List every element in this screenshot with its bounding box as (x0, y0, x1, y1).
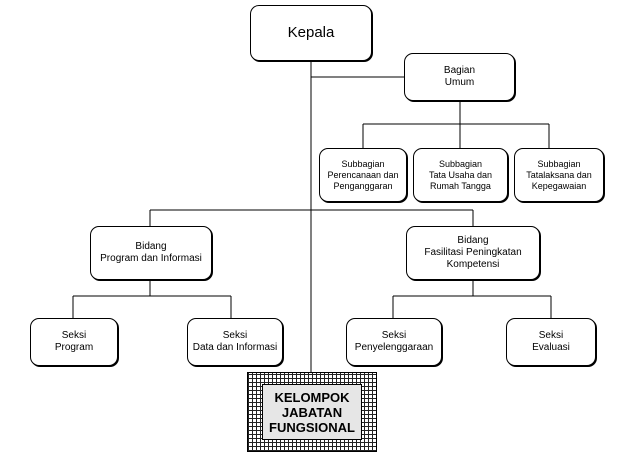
subbagian-perencanaan-box: Subbagian Perencanaan dan Penganggaran (319, 148, 407, 202)
subbagian-perencanaan-line-3: Penganggaran (333, 180, 393, 191)
seksi-evaluasi-line-1: Seksi (538, 330, 564, 341)
subbagian-tata-usaha-line-2: Tata Usaha dan (428, 169, 493, 180)
seksi-data-informasi-line-2: Data dan Informasi (192, 342, 278, 353)
seksi-penyelenggaraan-line-1: Seksi (381, 330, 407, 341)
seksi-program-line-1: Seksi (61, 330, 87, 341)
subbagian-tatalaksana-line-1: Subbagian (537, 158, 581, 169)
seksi-evaluasi-line-2: Evaluasi (532, 342, 570, 353)
bidang-program-box: Bidang Program dan Informasi (90, 226, 212, 280)
seksi-program-box: Seksi Program (30, 318, 118, 366)
bidang-fasilitasi-line-1: Bidang (457, 235, 489, 246)
subbagian-perencanaan-line-2: Perencanaan dan (327, 169, 399, 180)
bidang-fasilitasi-line-3: Kompetensi (446, 259, 500, 270)
bidang-fasilitasi-box: Bidang Fasilitasi Peningkatan Kompetensi (406, 226, 540, 280)
seksi-evaluasi-box: Seksi Evaluasi (506, 318, 596, 366)
bidang-fasilitasi-line-2: Fasilitasi Peningkatan (424, 247, 522, 258)
subbagian-tata-usaha-box: Subbagian Tata Usaha dan Rumah Tangga (413, 148, 508, 202)
subbagian-tatalaksana-box: Subbagian Tatalaksana dan Kepegawaian (514, 148, 604, 202)
kepala-label: Kepala (287, 24, 335, 41)
seksi-penyelenggaraan-box: Seksi Penyelenggaraan (346, 318, 442, 366)
kelompok-line-1: KELOMPOK (274, 389, 350, 405)
bagian-umum-line-2: Umum (444, 77, 475, 88)
subbagian-tata-usaha-line-1: Subbagian (438, 158, 483, 169)
kelompok-line-2: JABATAN (281, 404, 343, 420)
subbagian-tatalaksana-line-3: Kepegawaian (531, 180, 587, 191)
seksi-data-informasi-box: Seksi Data dan Informasi (187, 318, 283, 366)
kepala-box: Kepala (250, 5, 372, 61)
kelompok-jabatan-fungsional-box: KELOMPOK JABATAN FUNGSIONAL (262, 384, 362, 440)
subbagian-tatalaksana-line-2: Tatalaksana dan (526, 169, 592, 180)
bidang-program-line-2: Program dan Informasi (100, 253, 202, 264)
kelompok-line-3: FUNGSIONAL (269, 419, 355, 435)
seksi-penyelenggaraan-line-2: Penyelenggaraan (354, 342, 434, 353)
seksi-data-informasi-line-1: Seksi (222, 330, 248, 341)
subbagian-perencanaan-line-1: Subbagian (341, 158, 385, 169)
subbagian-tata-usaha-line-3: Rumah Tangga (430, 180, 491, 191)
bidang-program-line-1: Bidang (135, 241, 167, 252)
seksi-program-line-2: Program (54, 342, 94, 353)
bagian-umum-box: Bagian Umum (404, 53, 515, 101)
bagian-umum-line-1: Bagian (443, 65, 476, 76)
